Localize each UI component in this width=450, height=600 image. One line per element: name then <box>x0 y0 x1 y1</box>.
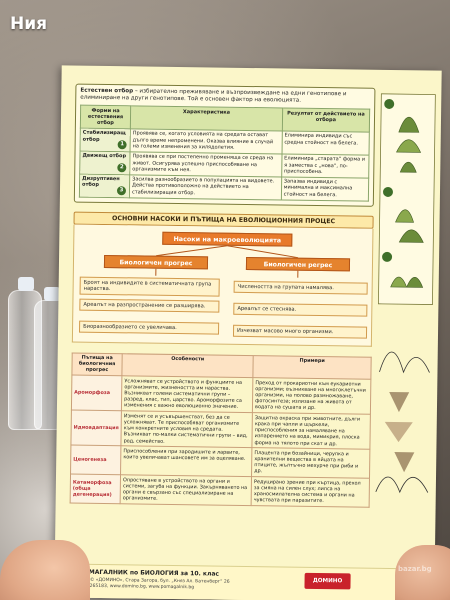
examples-cell: Защитна окраска при животните, дълги кра… <box>252 412 371 450</box>
header-forms: Форми на естествения отбор <box>80 105 131 129</box>
table-row: Идиоадаптация Изменят се и усъвършенства… <box>70 410 371 450</box>
progress-item: Биоразнообразието се увеличава. <box>79 320 220 335</box>
result-cell: Елиминира „старата“ форма и я замества с… <box>281 153 370 178</box>
header-paths: Пътища на биологичния прогрес <box>71 352 123 376</box>
form-cell: Движещ отбор 2 <box>79 150 131 175</box>
connector-lines <box>155 244 299 278</box>
features-cell: Изменят се и усъвършенстват, без да се у… <box>121 410 253 448</box>
examples-cell: Плацента при бозайници, черупка и хранит… <box>251 447 370 479</box>
regress-item: Числеността на групата намалява. <box>233 280 368 295</box>
header-characteristic: Характеристика <box>130 105 283 131</box>
study-sheet: Естествен отбор – избирателно преживяван… <box>54 65 442 600</box>
description-cell: Проявява се при постепенно променяща се … <box>129 151 282 177</box>
form-label: Движещ отбор <box>82 152 127 160</box>
features-cell: Усложняват се устройството и функциите н… <box>121 375 253 413</box>
header-features: Особености <box>121 353 254 378</box>
examples-cell: Редуцирано зрение при къртица, прехол за… <box>251 476 370 508</box>
bio-progress-section: Пътища на биологичния прогрес Особености… <box>70 352 372 508</box>
progress-item: Броят на индивидите в систематичната гру… <box>79 276 220 297</box>
footer-title: ПОМАГАЛНИК по БИОЛОГИЯ за 10. клас <box>78 568 220 578</box>
path-name: Ароморфоза <box>71 375 122 411</box>
description-cell: Проявява се, когато условията на средата… <box>130 128 283 154</box>
sheet-content: Естествен отбор – избирателно преживяван… <box>70 83 376 508</box>
domino-logo: ДОМИНО <box>304 572 351 590</box>
result-cell: Елиминира индивиди със средна стойност н… <box>281 130 370 155</box>
path-name: Катаморфоза (обща дегенерация) <box>70 474 121 504</box>
definition-term: Естествен отбор <box>80 87 134 95</box>
number-badge: 3 <box>116 185 127 195</box>
form-label: Дизруптивен отбор <box>82 175 120 189</box>
examples-cell: Преход от прокариотни към еукариотни орг… <box>252 377 371 415</box>
progress-item: Ареалът на разпространение се разширява. <box>79 298 220 313</box>
table-row: Катаморфоза (обща дегенерация) Опростява… <box>70 474 370 508</box>
features-cell: Приспособления при зародишите и ларвите,… <box>120 445 253 477</box>
result-cell: Запазва индивиди с минимална и максималн… <box>281 176 369 201</box>
publisher-info: Издател © «ДОМИНО», Стара Загора, бул. „… <box>68 578 258 592</box>
macro-diagram: Насоки на макроеволюцията Биологичен про… <box>71 224 374 347</box>
illustration-strip <box>373 92 438 563</box>
path-name: Ценогенеза <box>70 445 122 475</box>
caption-title: Ния <box>10 14 48 34</box>
bio-progress-table: Пътища на биологичния прогрес Особености… <box>70 352 372 508</box>
regress-item: Изчезват масово много организми. <box>232 324 368 339</box>
regress-item: Ареалът се стеснява. <box>233 302 368 317</box>
description-cell: Засилва разнообразието в популацията на … <box>129 174 282 200</box>
left-hand <box>0 540 90 600</box>
selection-curves-illustration <box>375 93 436 494</box>
number-badge: 1 <box>117 139 127 150</box>
sheet-footer: ПОМАГАЛНИК по БИОЛОГИЯ за 10. клас Издат… <box>54 563 435 600</box>
table-row: Ценогенеза Приспособления при зародишите… <box>70 445 370 479</box>
watermark-text: bazar.bg <box>398 565 432 573</box>
features-cell: Опростяване в устройството на органи и с… <box>120 474 252 506</box>
macro-directions-box: Насоки на макроеволюцията <box>162 231 293 247</box>
header-examples: Примери <box>252 355 372 380</box>
selection-section: Естествен отбор – избирателно преживяван… <box>73 83 376 207</box>
number-badge: 2 <box>117 162 127 172</box>
bio-progress-box: Биологичен прогрес <box>103 254 209 269</box>
definition-text: Естествен отбор – избирателно преживяван… <box>80 88 370 106</box>
path-name: Идиоадаптация <box>70 410 122 446</box>
right-hand <box>395 545 450 600</box>
header-result: Резултат от действието на отбора <box>282 107 370 133</box>
bio-regress-box: Биологичен регрес <box>245 256 351 271</box>
table-row: Ароморфоза Усложняват се устройството и … <box>71 375 371 415</box>
selection-table: Форми на естествения отбор Характеристик… <box>79 105 370 202</box>
